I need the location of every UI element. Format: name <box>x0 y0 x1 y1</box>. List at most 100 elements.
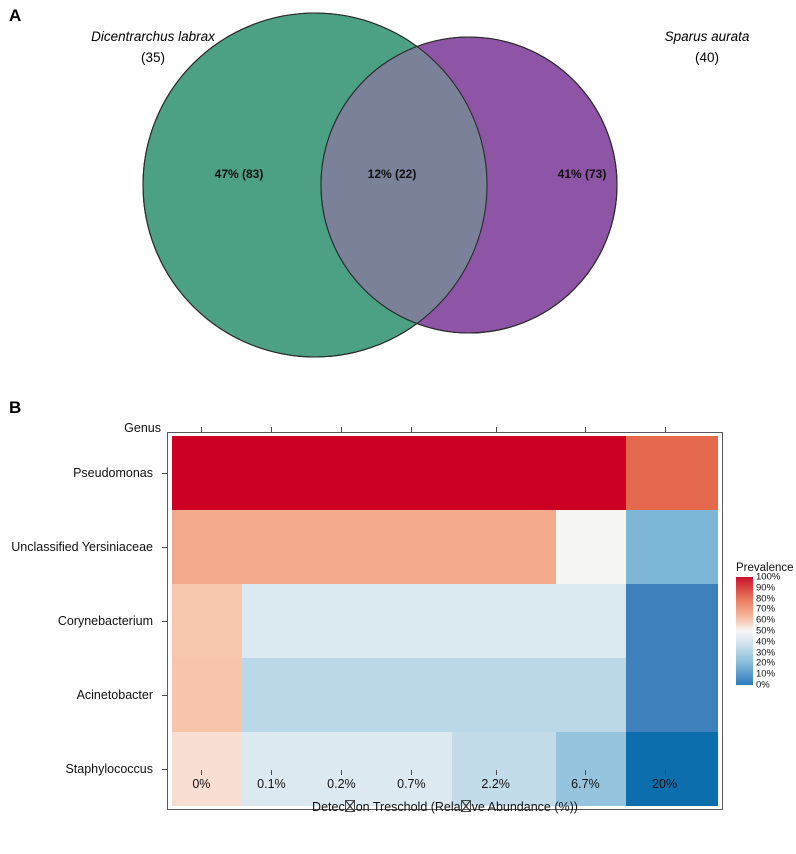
x-axis-tick-label: 2.2% <box>481 777 510 791</box>
x-axis-title-part-2: on Treschold (Rela <box>355 800 461 814</box>
x-axis-title-part-3: ve Abundance (%)) <box>471 800 578 814</box>
legend-tick-notch <box>753 663 756 665</box>
heatmap-cell[interactable] <box>172 732 242 806</box>
heatmap-cell[interactable] <box>555 584 626 658</box>
heatmap-cell[interactable] <box>172 658 242 732</box>
legend-tick-label: 40% <box>756 636 776 648</box>
heatmap-cell[interactable] <box>311 584 382 658</box>
missing-glyph-icon-1 <box>345 800 356 812</box>
heatmap-cell[interactable] <box>241 732 312 806</box>
x-axis-tick <box>585 770 587 775</box>
panel-a-venn-diagram: A Dicentrarchus labrax (35) Sparus aurat… <box>0 0 796 392</box>
legend-tick-label: 100% <box>756 571 781 583</box>
legend-tick-notch <box>753 620 756 622</box>
heatmap-cell[interactable] <box>555 658 626 732</box>
heatmap-cell[interactable] <box>241 584 312 658</box>
x-axis-tick-label: 0.1% <box>257 777 286 791</box>
x-axis-tick-top <box>411 427 413 432</box>
x-axis-tick-top <box>664 427 666 432</box>
venn-intersection <box>321 37 487 333</box>
heatmap-cell[interactable] <box>451 732 556 806</box>
heatmap-cell[interactable] <box>625 510 718 584</box>
heatmap-cell[interactable] <box>625 658 718 732</box>
x-axis-tick <box>495 770 497 775</box>
heatmap-row <box>172 658 718 732</box>
legend-tick-notch <box>753 631 756 632</box>
heatmap-row <box>172 584 718 658</box>
y-axis-tick <box>162 547 167 548</box>
x-axis-tick <box>341 770 343 775</box>
y-axis-tick-label: Corynebacterium <box>57 614 153 628</box>
venn-left-species: Dicentrarchus labrax <box>91 29 215 44</box>
heatmap-cell[interactable] <box>172 436 242 510</box>
heatmap-cell[interactable] <box>311 732 382 806</box>
venn-circle-right-outline <box>320 36 618 334</box>
y-axis-tick-label: Acinetobacter <box>76 688 153 702</box>
legend-tick-notch <box>753 685 756 686</box>
x-axis-tick-label: 20% <box>652 777 678 791</box>
heatmap-cell[interactable] <box>381 584 452 658</box>
legend-tick-label: 30% <box>756 646 776 658</box>
heatmap-cell[interactable] <box>625 732 718 806</box>
venn-value-right: 41% (73) <box>557 167 607 181</box>
heatmap-cell[interactable] <box>625 584 718 658</box>
venn-circle-left-outline <box>142 12 488 358</box>
venn-right-count: (40) <box>694 49 719 65</box>
venn-value-left: 47% (83) <box>214 167 264 181</box>
heatmap-cell[interactable] <box>172 584 242 658</box>
x-axis-tick-top <box>341 427 343 432</box>
y-axis-tick <box>162 621 167 622</box>
legend-tick-notch <box>753 609 756 611</box>
heatmap-cell[interactable] <box>451 658 556 732</box>
legend-tick-notch <box>753 641 756 643</box>
heatmap-cell[interactable] <box>311 510 382 584</box>
legend-tick-label: 10% <box>756 668 776 680</box>
prevalence-legend: Prevalence 100%90%80%70%60%50%40%30%20%1… <box>736 562 796 689</box>
panel-b-letter: B <box>9 398 22 417</box>
heatmap-cell[interactable] <box>555 732 626 806</box>
venn-value-intersection: 12% (22) <box>367 167 417 181</box>
heatmap-cell[interactable] <box>381 732 452 806</box>
heatmap-cell[interactable] <box>451 510 556 584</box>
heatmap-cell[interactable] <box>555 510 626 584</box>
y-axis-tick <box>162 473 167 474</box>
heatmap-cell[interactable] <box>625 436 718 510</box>
y-axis-tick-label: Unclassified Yersiniaceae <box>11 540 153 554</box>
heatmap-cell[interactable] <box>555 436 626 510</box>
x-axis-tick-label: 0% <box>192 777 211 791</box>
heatmap-cell[interactable] <box>381 436 452 510</box>
missing-glyph-icon-2 <box>461 800 472 812</box>
legend-tick-notch <box>753 587 756 589</box>
heatmap-cell[interactable] <box>381 658 452 732</box>
heatmap-cell[interactable] <box>241 658 312 732</box>
legend-colorbar <box>736 577 753 685</box>
heatmap-cell[interactable] <box>451 436 556 510</box>
y-axis-tick-label: Pseudomonas <box>73 466 153 480</box>
heatmap-cell[interactable] <box>381 510 452 584</box>
x-axis-tick <box>271 770 273 775</box>
venn-label-right: Sparus aurata (40) <box>618 27 796 69</box>
legend-tick-notch <box>753 598 756 600</box>
y-axis-title: Genus <box>124 421 161 435</box>
heatmap-cell[interactable] <box>172 510 242 584</box>
heatmap-cell[interactable] <box>241 436 312 510</box>
legend-tick-label: 0% <box>756 679 770 691</box>
heatmap-cell[interactable] <box>311 436 382 510</box>
panel-a-letter: A <box>9 6 22 25</box>
heatmap-cell[interactable] <box>311 658 382 732</box>
legend-tick-label: 50% <box>756 625 776 637</box>
heatmap-row <box>172 510 718 584</box>
venn-svg <box>142 12 618 358</box>
legend-tick-labels: 100%90%80%70%60%50%40%30%20%10%0% <box>753 572 792 689</box>
legend-tick-notch <box>753 674 756 676</box>
y-axis-tick <box>162 695 167 696</box>
x-axis-tick <box>201 770 203 775</box>
legend-tick-label: 90% <box>756 582 776 594</box>
legend-tick-notch <box>753 652 756 654</box>
legend-tick-label: 60% <box>756 614 776 626</box>
heatmap-cell[interactable] <box>451 584 556 658</box>
venn-left-count: (35) <box>140 49 165 65</box>
heatmap-cell[interactable] <box>241 510 312 584</box>
